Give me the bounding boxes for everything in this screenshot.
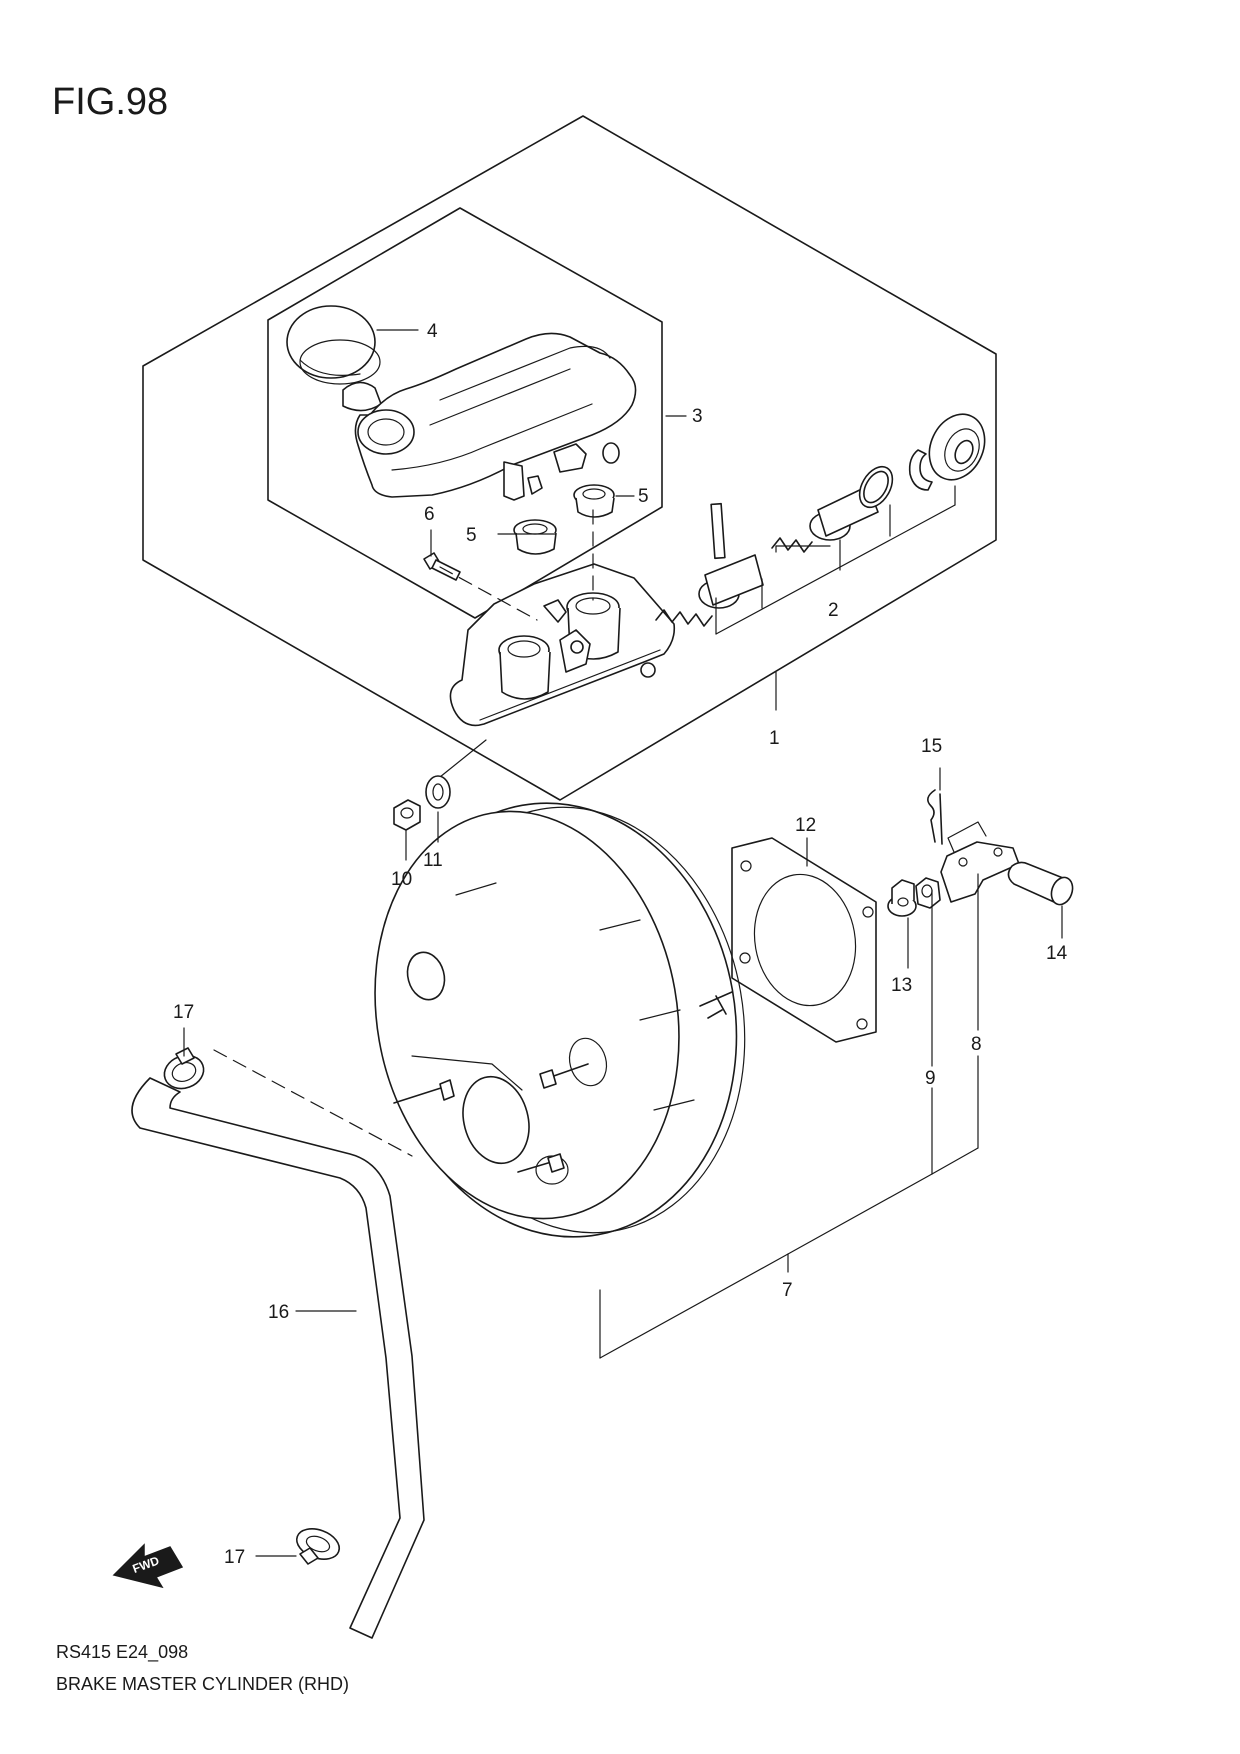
- booster-gasket: [731, 837, 877, 1043]
- callout-11: 11: [423, 850, 443, 871]
- callout-4: 4: [427, 321, 438, 342]
- footer-caption: BRAKE MASTER CYLINDER (RHD): [56, 1674, 349, 1694]
- booster-bracket: [599, 873, 979, 1359]
- callout-6: 6: [424, 504, 435, 525]
- clevis-pin: [1007, 861, 1074, 906]
- callout-leaders: [183, 329, 1063, 1557]
- hose-clamp-upper: [163, 1047, 205, 1090]
- master-cylinder-assembly-frame: [142, 115, 997, 801]
- callout-12: 12: [795, 815, 816, 836]
- piston-kit: [655, 413, 986, 627]
- reservoir-cap: [286, 305, 382, 412]
- spring-clip: [927, 789, 943, 845]
- footer-code: RS415 E24_098: [56, 1642, 188, 1663]
- hose-alignment-line: [213, 1049, 413, 1157]
- callout-7: 7: [782, 1280, 793, 1301]
- bolt-alignment-line: [439, 566, 538, 621]
- brake-booster: [374, 802, 746, 1238]
- reservoir-group-frame: [267, 207, 663, 619]
- hose-clamp-lower: [295, 1528, 341, 1565]
- callout-17-lower: 17: [224, 1547, 245, 1568]
- callout-1: 1: [769, 728, 780, 749]
- callout-5-lower: 5: [466, 525, 477, 546]
- callout-2: 2: [828, 600, 839, 621]
- clevis: [940, 821, 1020, 903]
- figure-title: FIG.98: [52, 81, 168, 123]
- washer: [425, 775, 451, 809]
- master-cylinder-body: [449, 563, 676, 727]
- callout-3: 3: [692, 406, 703, 427]
- washer-leader-line: [439, 739, 487, 778]
- forward-arrow: FWD: [112, 1543, 184, 1589]
- callout-9: 9: [925, 1068, 936, 1089]
- reservoir-grommet-lower: [513, 519, 557, 555]
- reservoir-bolt: [423, 552, 461, 581]
- reservoir-grommet-upper: [573, 484, 615, 518]
- callout-16: 16: [268, 1302, 289, 1323]
- nut: [393, 799, 421, 831]
- callout-17-upper: 17: [173, 1002, 194, 1023]
- flange-nut: [887, 879, 917, 917]
- callout-8: 8: [971, 1034, 982, 1055]
- callout-10: 10: [391, 869, 412, 890]
- vacuum-hose: [131, 1077, 425, 1639]
- callout-5-upper: 5: [638, 486, 649, 507]
- callout-15: 15: [921, 736, 942, 757]
- callout-13: 13: [891, 975, 912, 996]
- clevis-nut: [915, 877, 941, 909]
- piston-kit-bracket: [715, 485, 956, 635]
- callout-14: 14: [1046, 943, 1068, 964]
- reservoir-tank: [354, 332, 637, 501]
